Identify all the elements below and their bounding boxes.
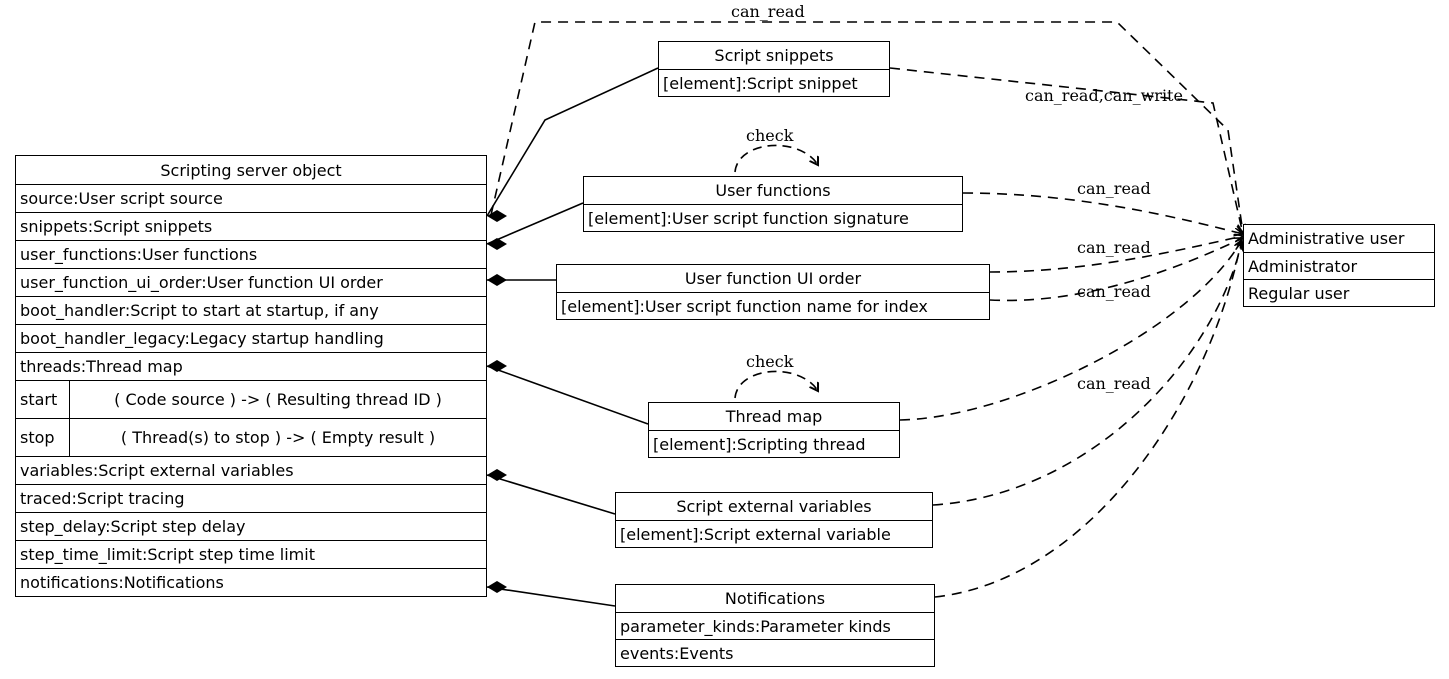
actor-role-administrator: Administrator <box>1244 252 1434 279</box>
dependency-ui-order-can-read-2 <box>989 238 1243 302</box>
edge-label-check-user-functions: check <box>746 126 794 145</box>
class-box-scripting-server-object[interactable]: Scripting server object source:User scri… <box>15 155 487 597</box>
class-box-user-functions[interactable]: User functions [element]:User script fun… <box>583 176 963 232</box>
class-attribute-user-function-signature-element: [element]:User script function signature <box>584 204 962 231</box>
class-method-stop: stop ( Thread(s) to stop ) -> ( Empty re… <box>16 418 486 456</box>
class-method-start: start ( Code source ) -> ( Resulting thr… <box>16 380 486 418</box>
class-attribute-variables: variables:Script external variables <box>16 456 486 484</box>
class-box-script-external-variables[interactable]: Script external variables [element]:Scri… <box>615 492 933 548</box>
class-attribute-script-snippet-element: [element]:Script snippet <box>659 69 889 96</box>
class-attribute-snippets: snippets:Script snippets <box>16 212 486 240</box>
class-attribute-script-external-variable-element: [element]:Script external variable <box>616 520 932 547</box>
class-box-thread-map[interactable]: Thread map [element]:Scripting thread <box>648 402 900 458</box>
class-title-scripting-server-object: Scripting server object <box>160 160 342 180</box>
class-title-script-external-variables: Script external variables <box>676 497 872 516</box>
class-box-notifications[interactable]: Notifications parameter_kinds:Parameter … <box>615 584 935 667</box>
dependency-user-functions-can-read <box>962 192 1243 234</box>
class-attribute-user-functions: user_functions:User functions <box>16 240 486 268</box>
composition-link-ui-order <box>487 274 556 286</box>
class-attribute-step-time-limit: step_time_limit:Script step time limit <box>16 540 486 568</box>
self-loop-check-thread-map <box>734 370 818 399</box>
class-method-stop-signature: ( Thread(s) to stop ) -> ( Empty result … <box>120 428 436 447</box>
class-attribute-user-function-name-for-index-element: [element]:User script function name for … <box>557 292 989 319</box>
edge-label-top-can-read: can_read <box>731 2 805 21</box>
edge-label-check-thread-map: check <box>746 352 794 371</box>
class-attribute-notifications: notifications:Notifications <box>16 568 486 596</box>
class-title-administrative-user: Administrative user <box>1248 229 1405 248</box>
edge-label-snippets-can-read-can-write: can_read,can_write <box>1025 86 1183 105</box>
class-attribute-threads: threads:Thread map <box>16 352 486 380</box>
composition-link-thread-map <box>486 360 649 425</box>
class-attribute-step-delay: step_delay:Script step delay <box>16 512 486 540</box>
class-box-user-function-ui-order[interactable]: User function UI order [element]:User sc… <box>556 264 990 320</box>
composition-link-ext-vars <box>486 469 616 515</box>
class-attribute-scripting-thread-element: [element]:Scripting thread <box>649 430 899 457</box>
dependency-ext-vars-actor <box>932 241 1242 506</box>
class-title-user-function-ui-order: User function UI order <box>684 269 862 288</box>
dependency-ui-order-can-read <box>989 236 1243 273</box>
class-attribute-source: source:User script source <box>16 184 486 212</box>
class-method-start-signature: ( Code source ) -> ( Resulting thread ID… <box>114 390 442 409</box>
class-attribute-boot-handler-legacy: boot_handler_legacy:Legacy startup handl… <box>16 324 486 352</box>
class-attribute-boot-handler: boot_handler:Script to start at startup,… <box>16 296 486 324</box>
class-box-script-snippets[interactable]: Script snippets [element]:Script snippet <box>658 41 890 97</box>
class-title-script-snippets: Script snippets <box>714 46 834 65</box>
class-method-start-name: start <box>16 381 70 418</box>
edge-label-user-functions-can-read: can_read <box>1077 179 1151 198</box>
dependency-top-can-read <box>490 21 1243 233</box>
class-title-notifications: Notifications <box>724 589 826 608</box>
self-loop-check-user-functions <box>734 144 818 173</box>
edge-label-ui-order-can-read: can_read <box>1077 238 1151 257</box>
class-method-stop-name: stop <box>16 419 70 456</box>
class-title-thread-map: Thread map <box>725 407 823 426</box>
class-attribute-events: events:Events <box>616 639 934 666</box>
class-title-user-functions: User functions <box>715 181 831 200</box>
class-attribute-user-function-ui-order: user_function_ui_order:User function UI … <box>16 268 486 296</box>
dependency-snippets-can-read-write <box>889 67 1243 234</box>
composition-link-notifications <box>486 581 616 607</box>
class-attribute-traced: traced:Script tracing <box>16 484 486 512</box>
class-box-administrative-user[interactable]: Administrative user Administrator Regula… <box>1243 224 1435 307</box>
edge-label-thread-map-can-read: can_read <box>1077 374 1151 393</box>
edge-label-ui-order-can-read-2: can_read <box>1077 282 1151 301</box>
dependency-notifications-actor <box>934 242 1241 598</box>
composition-link-user-functions <box>486 202 584 250</box>
actor-role-regular-user: Regular user <box>1244 279 1434 306</box>
class-attribute-parameter-kinds: parameter_kinds:Parameter kinds <box>616 612 934 639</box>
